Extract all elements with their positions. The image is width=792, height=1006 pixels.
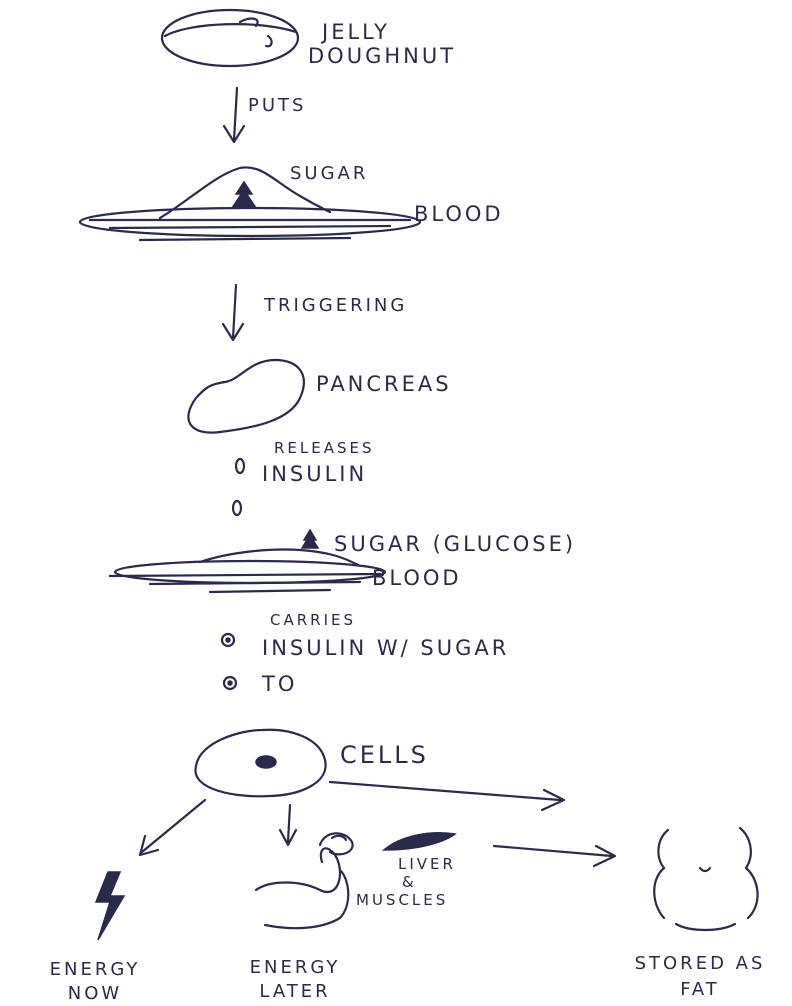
insulin-drops — [233, 459, 244, 515]
label-stored-as: STORED AS — [620, 954, 780, 975]
pancreas-drawing — [188, 360, 303, 433]
label-puts: PUTS — [248, 96, 306, 117]
label-carries: CARRIES — [270, 612, 356, 629]
arrow-cell-to-energy-now — [140, 800, 205, 855]
label-energy-now-1: ENERGY — [20, 960, 170, 981]
arrow-triggering — [223, 285, 243, 340]
label-cells: CELLS — [340, 742, 429, 770]
sugar-blood-drawing — [80, 167, 420, 240]
label-releases: RELEASES — [274, 440, 375, 457]
label-triggering: TRIGGERING — [264, 296, 407, 317]
label-fat: FAT — [620, 980, 780, 1001]
label-muscles: MUSCLES — [356, 892, 448, 909]
label-insulin-with-sugar: INSULIN W/ SUGAR — [262, 636, 509, 660]
label-blood-bottom: BLOOD — [372, 566, 462, 590]
label-sugar-glucose: SUGAR (GLUCOSE) — [334, 532, 576, 556]
label-amp: & — [402, 874, 417, 891]
label-energy-later-2: LATER — [220, 982, 370, 1003]
label-sugar-top: SUGAR — [290, 164, 368, 185]
label-insulin: INSULIN — [262, 462, 367, 486]
fat-belly-drawing — [654, 828, 757, 930]
lightning-icon — [96, 872, 124, 940]
liver-drawing — [384, 833, 455, 850]
arrow-puts — [224, 88, 244, 142]
label-blood-top: BLOOD — [414, 202, 504, 226]
label-jelly: JELLY — [322, 20, 390, 44]
cell-drawing — [195, 730, 325, 797]
muscle-arm-drawing — [256, 833, 353, 928]
arrow-cell-to-fat — [330, 782, 564, 810]
carry-drops — [222, 634, 236, 689]
label-liver: LIVER — [398, 856, 456, 873]
label-to: TO — [262, 672, 297, 696]
label-energy-later-1: ENERGY — [220, 958, 370, 979]
arrow-cell-to-energy-later — [280, 805, 296, 845]
label-pancreas: PANCREAS — [316, 372, 452, 396]
jelly-doughnut-drawing — [162, 10, 298, 66]
arrow-liver-to-fat — [494, 846, 615, 866]
label-energy-now-2: NOW — [20, 984, 170, 1005]
label-doughnut: DOUGHNUT — [308, 44, 456, 68]
